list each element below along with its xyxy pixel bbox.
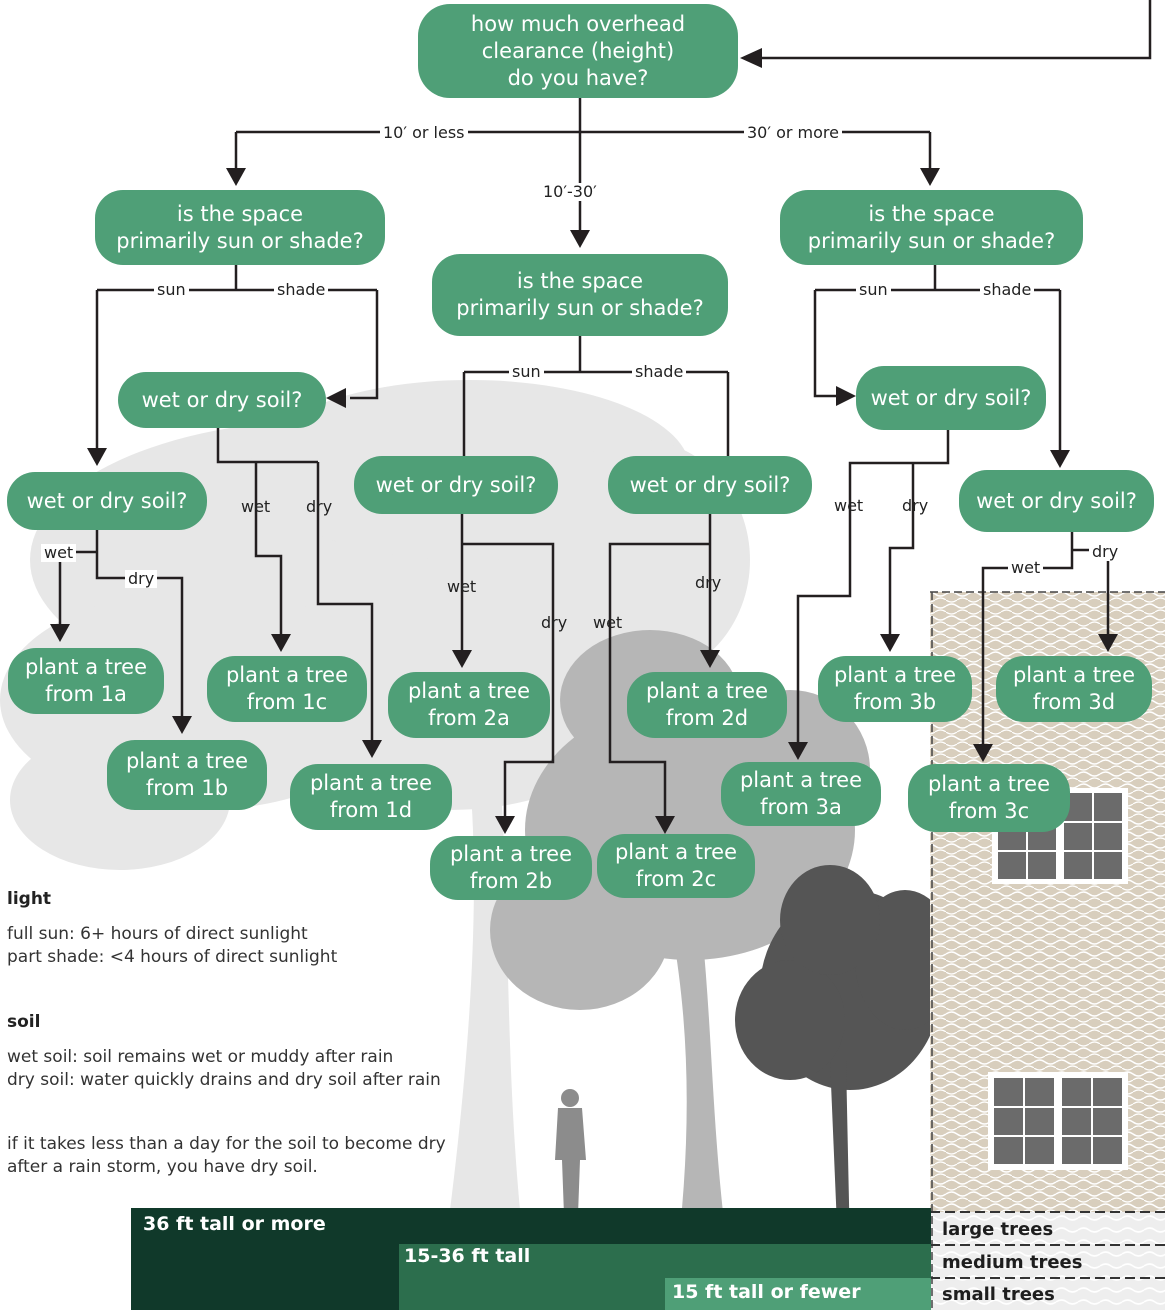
legend-note-line: if it takes less than a day for the soil… [7, 1134, 446, 1154]
band-medium-label: 15-36 ft tall [404, 1245, 531, 1267]
question-soil-2ab: wet or dry soil? [354, 456, 558, 514]
flow-arrowheads [50, 48, 1118, 834]
legend-soil-title: soil [7, 1012, 41, 1032]
tier-label-large: large trees [942, 1219, 1054, 1240]
branch-label-sun-right: sun [856, 281, 891, 299]
legend-light-line: part shade: <4 hours of direct sunlight [7, 947, 338, 967]
branch-label-30-or-more: 30′ or more [744, 124, 842, 142]
person-silhouette [555, 1089, 586, 1215]
branch-label-dry-1b: dry [125, 570, 158, 588]
branch-label-dry-1d: dry [306, 497, 333, 516]
branch-label-10-or-less: 10′ or less [380, 124, 468, 142]
question-soil-2cd: wet or dry soil? [608, 456, 812, 514]
branch-label-dry-2d: dry [695, 573, 722, 592]
branch-label-wet-3c: wet [1008, 559, 1044, 577]
branch-label-wet-2c: wet [593, 613, 623, 632]
branch-label-dry-3d: dry [1089, 543, 1122, 561]
branch-label-wet-2a: wet [447, 577, 477, 596]
band-small-label: 15 ft tall or fewer [672, 1281, 861, 1303]
branch-label-wet-1a: wet [41, 544, 77, 562]
question-soil-3cd: wet or dry soil? [959, 470, 1154, 532]
branch-label-shade-right: shade [980, 281, 1035, 299]
legend-soil-line: dry soil: water quickly drains and dry s… [7, 1070, 441, 1090]
legend-soil: soil wet soil: soil remains wet or muddy… [7, 1011, 441, 1092]
tier-label-medium: medium trees [942, 1252, 1083, 1273]
band-large-label: 36 ft tall or more [143, 1213, 326, 1235]
branch-label-shade-mid: shade [632, 363, 687, 381]
question-soil-1ab: wet or dry soil? [7, 472, 207, 530]
branch-label-wet-3a: wet [834, 496, 864, 515]
legend-note-line: after a rain storm, you have dry soil. [7, 1157, 318, 1177]
band-small-bg [665, 1278, 931, 1310]
legend-note: if it takes less than a day for the soil… [7, 1133, 446, 1179]
building-window-lower [988, 1072, 1128, 1170]
legend-light: light full sun: 6+ hours of direct sunli… [7, 888, 337, 969]
question-soil-1cd: wet or dry soil? [118, 372, 326, 428]
branch-label-dry-3b: dry [902, 496, 929, 515]
legend-light-title: light [7, 889, 52, 909]
branch-label-wet-1c: wet [241, 497, 271, 516]
branch-label-shade-left: shade [274, 281, 329, 299]
branch-label-dry-2b: dry [541, 613, 568, 632]
branch-label-sun-left: sun [154, 281, 189, 299]
legend-soil-line: wet soil: soil remains wet or muddy afte… [7, 1047, 394, 1067]
tier-label-small: small trees [942, 1284, 1055, 1305]
legend-light-line: full sun: 6+ hours of direct sunlight [7, 924, 308, 944]
branch-label-sun-mid: sun [509, 363, 544, 381]
question-soil-3ab: wet or dry soil? [856, 366, 1046, 430]
branch-label-10-30: 10′-30′ [540, 183, 600, 201]
